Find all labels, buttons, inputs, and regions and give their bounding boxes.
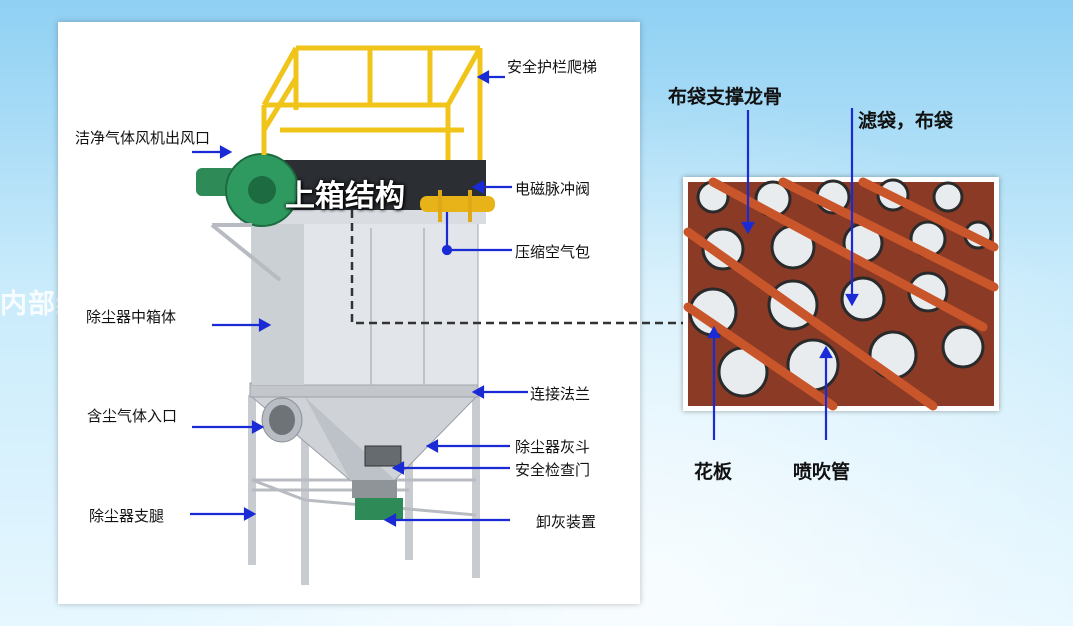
label-filter-bag: 滤袋，布袋	[858, 110, 954, 132]
label-air-tank: 压缩空气包	[515, 243, 591, 261]
pointer-arrows	[190, 70, 528, 527]
label-pulse-valve: 电磁脉冲阀	[515, 180, 591, 198]
label-discharge: 卸灰装置	[536, 513, 597, 531]
tube-sheet-photo	[683, 177, 999, 411]
inspection-door	[364, 445, 402, 467]
filter-bag-openings	[688, 178, 993, 398]
label-hopper: 除尘器灰斗	[515, 438, 591, 456]
label-tube-sheet: 花板	[694, 461, 733, 483]
label-blow-pipe: 喷吹管	[793, 461, 851, 483]
safety-railing	[261, 45, 483, 160]
discharge-device	[352, 480, 397, 498]
label-ladder: 安全护栏爬梯	[507, 58, 598, 76]
label-middle-box: 除尘器中箱体	[86, 308, 177, 326]
label-flange: 连接法兰	[530, 385, 591, 403]
upper-structure-title: 上箱结构	[285, 179, 405, 214]
label-fan-outlet: 洁净气体风机出风口	[75, 129, 211, 147]
label-inspection-door: 安全检查门	[515, 461, 591, 479]
blow-pipes	[683, 177, 999, 411]
label-legs: 除尘器支腿	[89, 507, 165, 525]
label-inlet: 含尘气体入口	[87, 407, 178, 425]
tube-sheet-drawing	[683, 177, 999, 411]
label-cage: 布袋支撑龙骨	[668, 86, 783, 108]
